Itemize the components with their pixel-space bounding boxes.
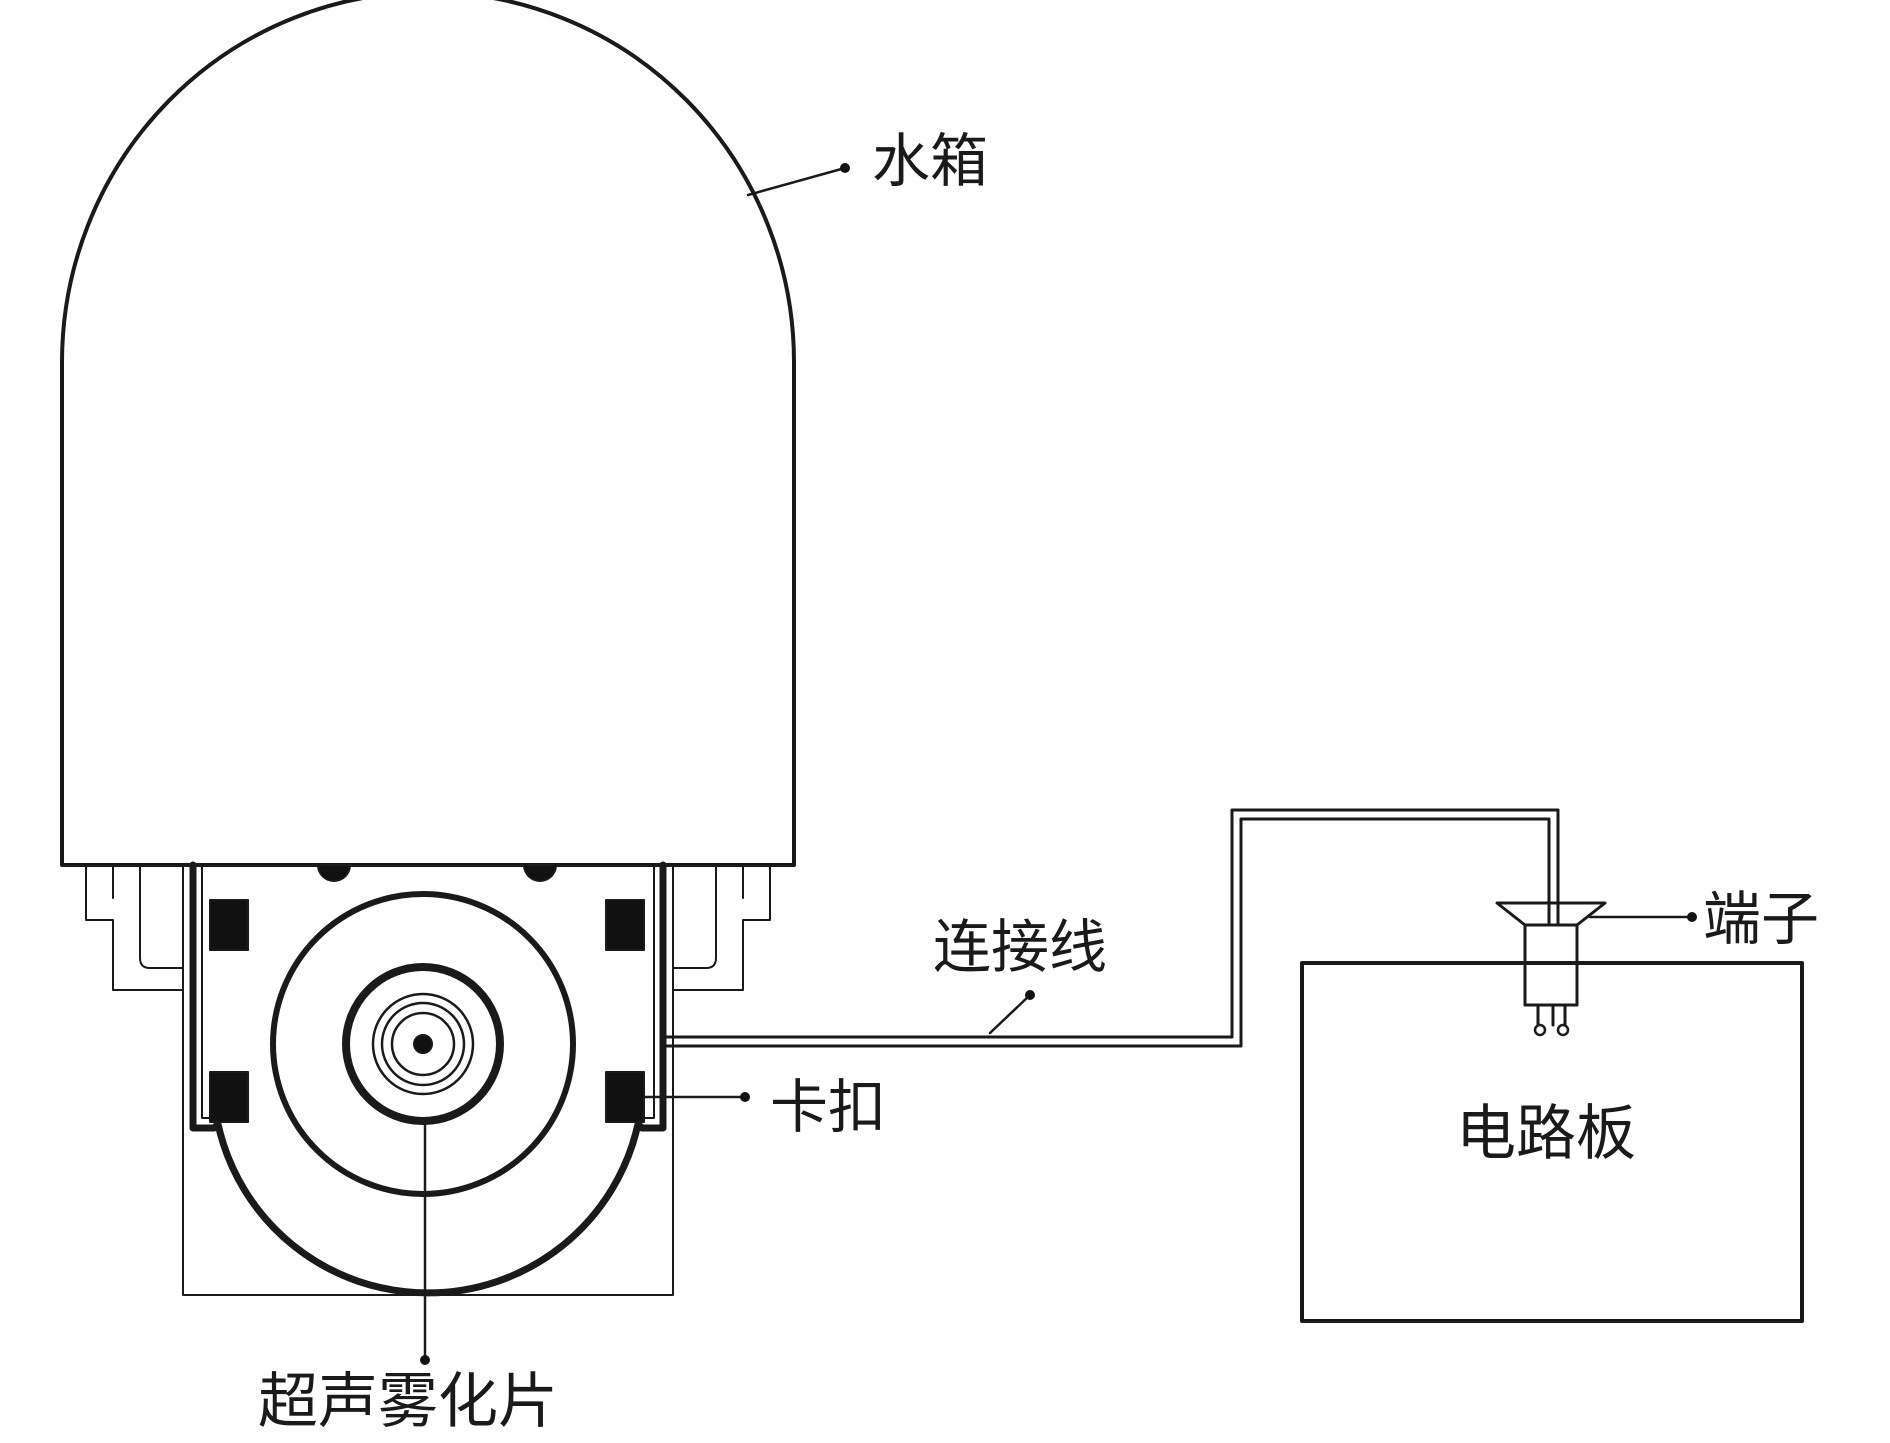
connecting-wire (661, 808, 1560, 1048)
atomizer-holder-inner (201, 864, 213, 1119)
atomizer-holder (189, 861, 667, 1297)
left-bracket (85, 864, 184, 991)
connecting-wire-label: 连接线 (933, 913, 1108, 981)
clip-bottom-right (605, 1071, 645, 1123)
circuit-board-label: 电路板 (1456, 1099, 1636, 1169)
leader-dots (420, 163, 1697, 1365)
circuit-board (1300, 961, 1804, 1323)
ultrasonic-atomizer (270, 891, 576, 1197)
bump-left (317, 864, 351, 882)
clip-bottom-left (209, 1071, 249, 1123)
right-bracket (672, 864, 771, 991)
base-housing (182, 864, 674, 1296)
ultrasonic-atomizer-label: 超声雾化片 (258, 1367, 558, 1437)
terminal-connector (1495, 901, 1607, 1037)
clip-label: 卡扣 (770, 1073, 887, 1141)
terminal-label: 端子 (1703, 885, 1820, 953)
clip-top-left (209, 899, 249, 951)
leader-lines (423, 166, 1694, 1362)
water-tank-body (60, 0, 796, 867)
bump-right (523, 864, 557, 882)
water-tank-label: 水箱 (872, 127, 989, 195)
clip-top-right (605, 899, 645, 951)
